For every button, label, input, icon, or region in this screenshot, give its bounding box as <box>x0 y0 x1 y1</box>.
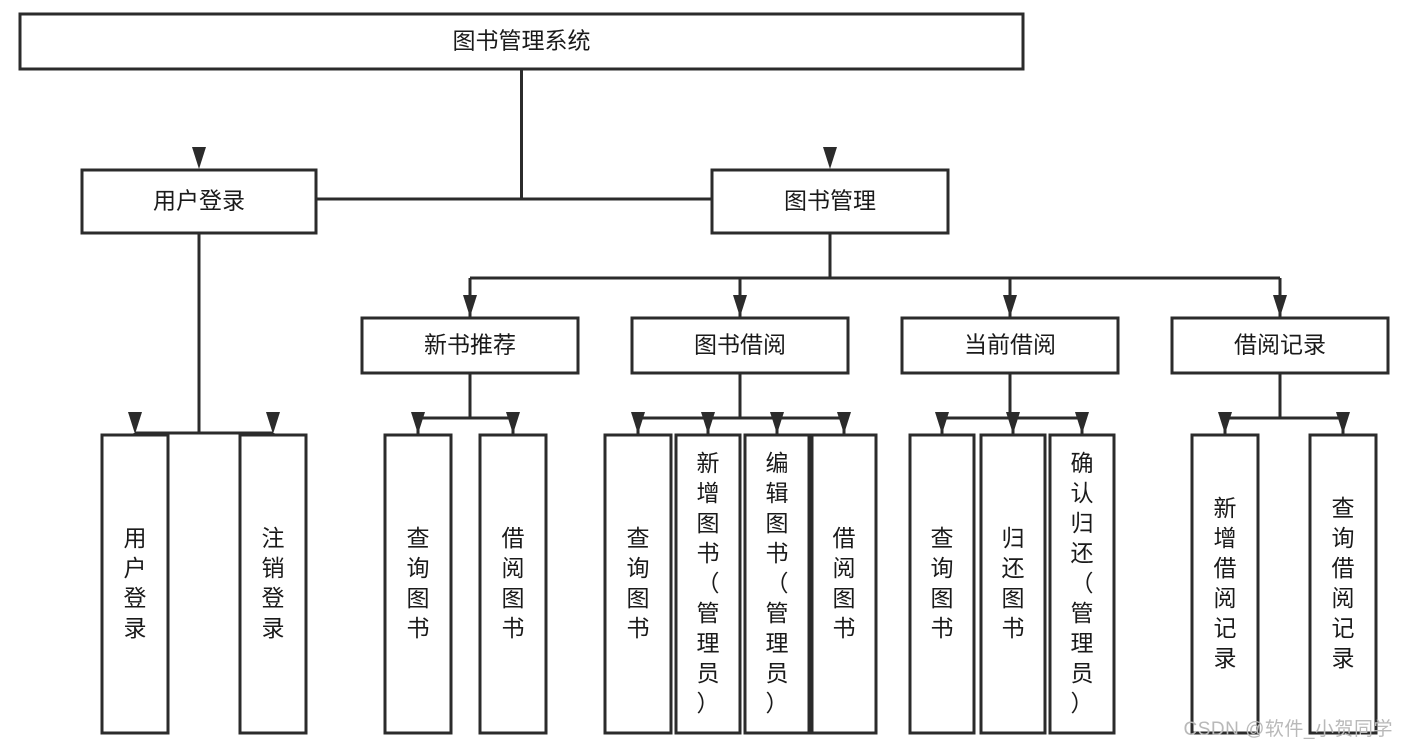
node-box-root <box>18 12 1025 71</box>
node-label-leaf-add-record: 新增借阅记录 <box>1214 495 1237 671</box>
arrow-head-icon <box>1218 412 1232 434</box>
node-label-leaf-borrow-book: 借阅图书 <box>833 525 856 641</box>
node-leaf-borrow-book-rec[interactable]: 借阅图书 <box>478 433 548 735</box>
node-label-leaf-query-book-rec: 查询图书 <box>407 525 430 641</box>
node-borrow-record[interactable]: 借阅记录 <box>1170 316 1390 375</box>
node-book-borrow[interactable]: 图书借阅 <box>630 316 850 375</box>
arrow-head-icon <box>1273 295 1287 317</box>
node-label-leaf-add-book: 新增图书（管理员） <box>697 450 720 716</box>
node-layer: 图书管理系统用户登录图书管理新书推荐图书借阅当前借阅借阅记录用户登录注销登录查询… <box>18 12 1390 735</box>
node-leaf-add-book[interactable]: 新增图书（管理员） <box>674 433 742 735</box>
arrow-head-icon <box>128 412 142 434</box>
node-label-book-borrow: 图书借阅 <box>694 332 786 358</box>
arrow-head-icon <box>266 412 280 434</box>
node-leaf-user-login[interactable]: 用户登录 <box>100 433 170 735</box>
arrow-head-icon <box>837 412 851 434</box>
node-box-leaf-borrow-book-rec <box>478 433 548 735</box>
node-box-user-login <box>80 168 318 235</box>
node-new-book-rec[interactable]: 新书推荐 <box>360 316 580 375</box>
node-box-leaf-user-logout <box>238 433 308 735</box>
node-box-leaf-add-book <box>674 433 742 735</box>
arrow-head-icon <box>411 412 425 434</box>
arrow-head-icon <box>823 147 837 169</box>
node-leaf-confirm-return[interactable]: 确认归还（管理员） <box>1048 433 1116 735</box>
node-box-leaf-query-book-cur <box>908 433 976 735</box>
node-label-leaf-query-record: 查询借阅记录 <box>1332 495 1355 671</box>
node-box-current-borrow <box>900 316 1120 375</box>
node-label-leaf-user-login: 用户登录 <box>124 525 147 641</box>
arrow-head-icon <box>463 295 477 317</box>
node-box-new-book-rec <box>360 316 580 375</box>
watermark-text: CSDN @软件_小贺同学 <box>1183 719 1393 740</box>
node-label-leaf-query-book: 查询图书 <box>627 525 650 641</box>
node-label-user-login: 用户登录 <box>153 188 245 214</box>
connector-layer <box>128 69 1350 435</box>
node-label-book-manage: 图书管理 <box>784 188 876 214</box>
node-leaf-query-book-cur[interactable]: 查询图书 <box>908 433 976 735</box>
node-current-borrow[interactable]: 当前借阅 <box>900 316 1120 375</box>
node-box-leaf-query-record <box>1308 433 1378 735</box>
node-leaf-return-book[interactable]: 归还图书 <box>979 433 1047 735</box>
node-box-leaf-edit-book <box>743 433 811 735</box>
node-box-leaf-add-record <box>1190 433 1260 735</box>
node-box-leaf-query-book-rec <box>383 433 453 735</box>
node-label-new-book-rec: 新书推荐 <box>424 332 516 358</box>
node-leaf-borrow-book[interactable]: 借阅图书 <box>810 433 878 735</box>
arrow-head-icon <box>733 295 747 317</box>
node-leaf-query-book-rec[interactable]: 查询图书 <box>383 433 453 735</box>
node-label-root: 图书管理系统 <box>453 28 591 54</box>
node-leaf-edit-book[interactable]: 编辑图书（管理员） <box>743 433 811 735</box>
node-box-book-borrow <box>630 316 850 375</box>
node-label-leaf-return-book: 归还图书 <box>1002 525 1025 641</box>
node-box-borrow-record <box>1170 316 1390 375</box>
node-user-login[interactable]: 用户登录 <box>80 168 318 235</box>
arrow-head-icon <box>770 412 784 434</box>
arrow-head-icon <box>935 412 949 434</box>
arrow-head-icon <box>1075 412 1089 434</box>
node-label-leaf-confirm-return: 确认归还（管理员） <box>1071 450 1094 716</box>
node-label-leaf-edit-book: 编辑图书（管理员） <box>766 450 789 716</box>
arrow-head-icon <box>631 412 645 434</box>
node-label-leaf-user-logout: 注销登录 <box>262 525 285 641</box>
node-label-borrow-record: 借阅记录 <box>1234 332 1326 358</box>
node-leaf-query-record[interactable]: 查询借阅记录 <box>1308 433 1378 735</box>
node-box-leaf-confirm-return <box>1048 433 1116 735</box>
arrow-head-icon <box>701 412 715 434</box>
node-label-current-borrow: 当前借阅 <box>964 332 1056 358</box>
node-leaf-add-record[interactable]: 新增借阅记录 <box>1190 433 1260 735</box>
node-leaf-user-logout[interactable]: 注销登录 <box>238 433 308 735</box>
arrow-head-icon <box>506 412 520 434</box>
node-book-manage[interactable]: 图书管理 <box>710 168 950 235</box>
arrow-head-icon <box>1006 412 1020 434</box>
node-box-leaf-borrow-book <box>810 433 878 735</box>
arrow-head-icon <box>1336 412 1350 434</box>
node-leaf-query-book[interactable]: 查询图书 <box>603 433 673 735</box>
node-root[interactable]: 图书管理系统 <box>18 12 1025 71</box>
arrow-head-icon <box>192 147 206 169</box>
node-box-book-manage <box>710 168 950 235</box>
node-box-leaf-query-book <box>603 433 673 735</box>
node-label-leaf-borrow-book-rec: 借阅图书 <box>502 525 525 641</box>
node-label-leaf-query-book-cur: 查询图书 <box>931 525 954 641</box>
node-box-leaf-user-login <box>100 433 170 735</box>
arrow-head-icon <box>1003 295 1017 317</box>
node-box-leaf-return-book <box>979 433 1047 735</box>
